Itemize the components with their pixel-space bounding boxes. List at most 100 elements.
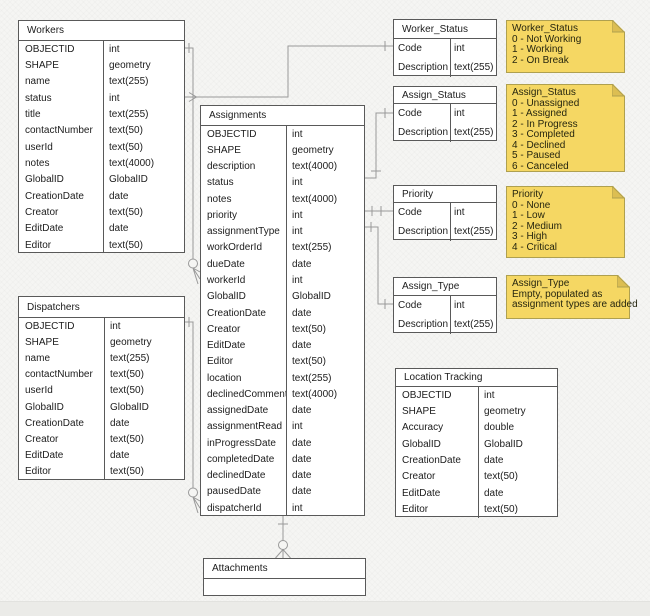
crow-foot-icon bbox=[192, 496, 201, 514]
field-type: text(255) bbox=[109, 76, 149, 88]
table-title[interactable]: Attachments bbox=[204, 559, 365, 579]
field-name: dispatcherId bbox=[207, 502, 262, 514]
sticky-note-background bbox=[506, 20, 625, 73]
connector-assignments-to-attachments[interactable] bbox=[275, 516, 291, 559]
field-type: date bbox=[292, 437, 312, 449]
field-type: text(255) bbox=[292, 372, 332, 384]
field-name: Creator bbox=[25, 207, 59, 219]
field-name: CreationDate bbox=[207, 307, 266, 319]
field-type: date bbox=[110, 450, 130, 462]
field-type: int bbox=[109, 92, 120, 104]
crow-foot-icon bbox=[192, 267, 201, 285]
sticky-note-background bbox=[506, 186, 625, 258]
field-name: contactNumber bbox=[25, 369, 93, 381]
field-type: GlobalID bbox=[292, 291, 331, 303]
field-name: OBJECTID bbox=[207, 128, 257, 140]
field-name: Editor bbox=[25, 466, 52, 478]
entity-table-attachments[interactable]: Attachments bbox=[203, 558, 366, 596]
field-name: name bbox=[25, 76, 51, 88]
field-name: Code bbox=[398, 207, 422, 218]
sticky-note-background bbox=[506, 275, 630, 319]
table-title[interactable]: Priority bbox=[394, 186, 496, 203]
zero-circle-icon bbox=[188, 258, 198, 269]
field-type: text(255) bbox=[110, 352, 150, 364]
field-type: date bbox=[292, 453, 312, 465]
field-name: Editor bbox=[25, 239, 52, 251]
field-name: SHAPE bbox=[402, 406, 436, 418]
note-line: 0 - Unassigned bbox=[512, 97, 580, 109]
field-type: geometry bbox=[484, 406, 526, 418]
field-type: text(50) bbox=[484, 504, 518, 516]
note-line: 2 - Medium bbox=[512, 220, 563, 232]
table-title[interactable]: Dispatchers bbox=[19, 297, 184, 318]
table-row: Creator text(50) bbox=[19, 204, 184, 220]
table-title[interactable]: Location Tracking bbox=[396, 369, 557, 387]
connector-assignments-status-to-assign-status[interactable] bbox=[363, 108, 393, 179]
field-type: date bbox=[109, 223, 129, 235]
field-type: text(50) bbox=[292, 323, 326, 335]
field-name: Description bbox=[398, 226, 449, 237]
field-type: text(50) bbox=[109, 207, 143, 219]
note-title: Priority bbox=[512, 189, 544, 200]
field-type: int bbox=[292, 421, 303, 433]
field-type: text(50) bbox=[109, 239, 143, 251]
note-line: 1 - Low bbox=[512, 210, 545, 221]
field-name: location bbox=[207, 372, 242, 384]
field-name: Creator bbox=[402, 471, 436, 483]
connector-assignments-type-to-assign-type[interactable] bbox=[363, 222, 393, 309]
field-name: Code bbox=[398, 108, 422, 119]
field-name: SHAPE bbox=[25, 336, 59, 348]
connector-workers-objectid-to-assignments-workerid[interactable] bbox=[185, 43, 201, 285]
table-title[interactable]: Assign_Type bbox=[394, 278, 496, 296]
field-name: notes bbox=[25, 158, 50, 170]
field-type: text(50) bbox=[109, 125, 143, 137]
field-name: OBJECTID bbox=[25, 320, 75, 332]
field-name: userId bbox=[25, 141, 53, 153]
connector-assignments-priority-to-priority[interactable] bbox=[363, 206, 393, 216]
table-title[interactable]: Assignments bbox=[201, 106, 364, 126]
connector-workers-status-to-worker-status[interactable] bbox=[185, 41, 393, 102]
field-name: dueDate bbox=[207, 258, 245, 270]
field-type: date bbox=[484, 487, 504, 499]
note-line: 4 - Declined bbox=[512, 139, 566, 151]
table-title[interactable]: Assign_Status bbox=[394, 87, 496, 104]
field-name: Description bbox=[398, 127, 449, 138]
field-type: geometry bbox=[292, 144, 334, 156]
folded-corner-icon bbox=[612, 186, 625, 199]
field-name: CreationDate bbox=[25, 417, 84, 429]
field-name: name bbox=[25, 352, 51, 364]
folded-corner-icon bbox=[612, 20, 625, 33]
table-title[interactable]: Workers bbox=[19, 21, 184, 41]
table-title[interactable]: Worker_Status bbox=[394, 20, 496, 39]
field-type: text(255) bbox=[454, 226, 494, 237]
note-line: 5 - Paused bbox=[512, 150, 561, 161]
field-type: int bbox=[292, 177, 303, 189]
field-type: date bbox=[109, 190, 129, 202]
note-line: 1 - Working bbox=[512, 44, 563, 55]
connector-dispatchers-objectid-to-assignments-dispatcherid[interactable] bbox=[185, 317, 201, 514]
